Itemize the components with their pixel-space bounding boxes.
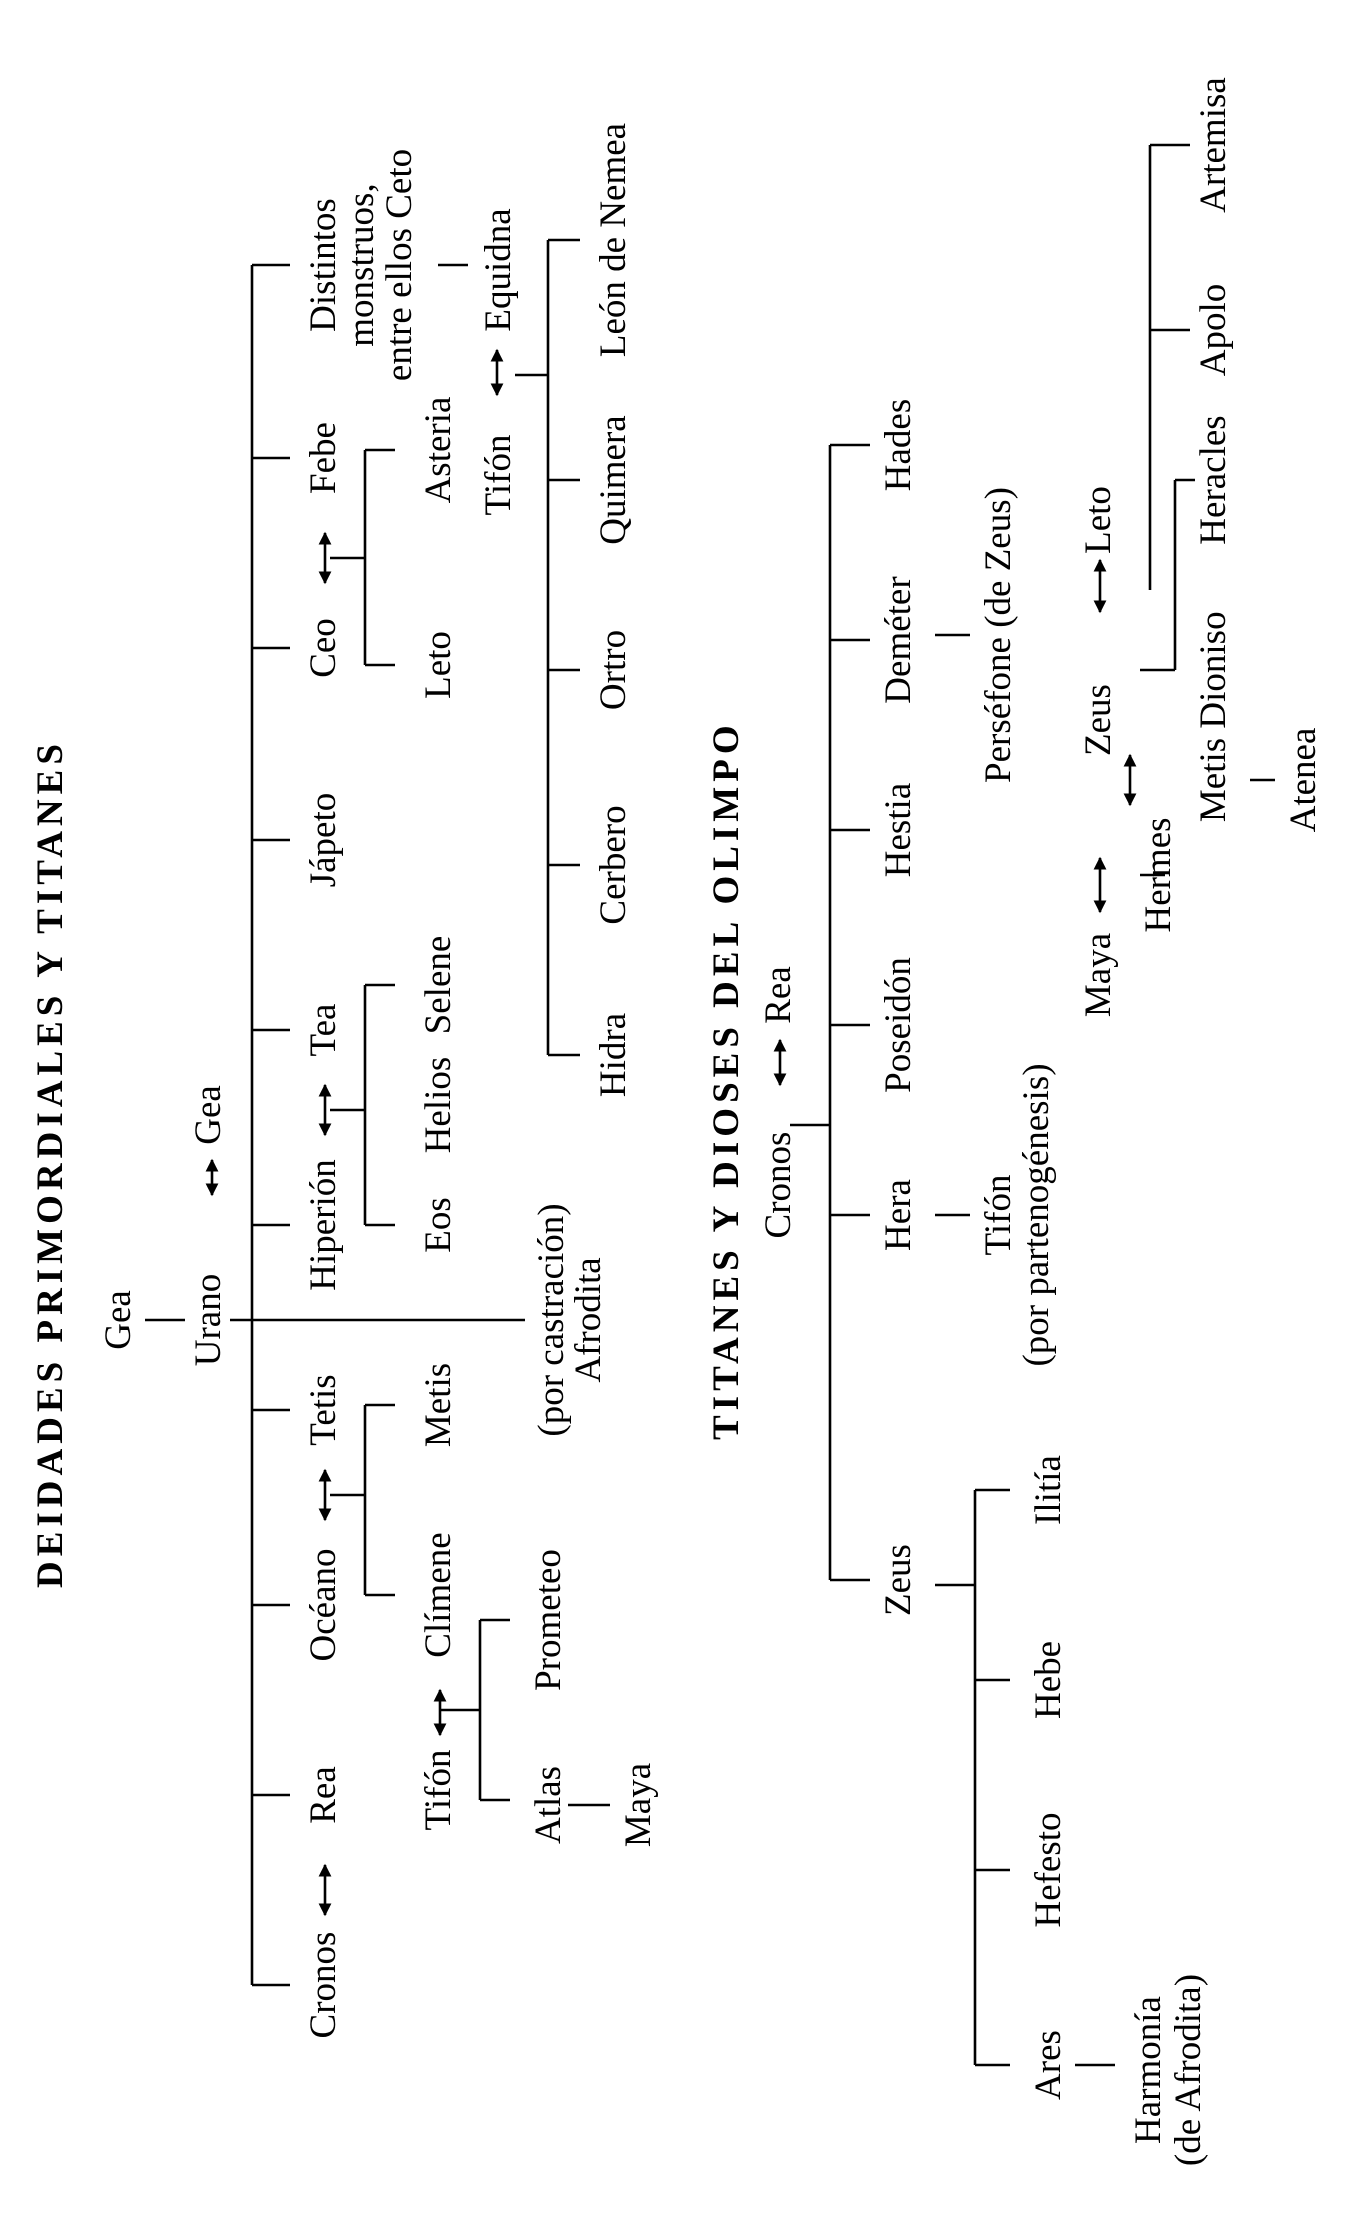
diagram-2-connectors — [790, 143, 1275, 2067]
node-distintos-line3: entre ellos Ceto — [379, 149, 420, 381]
node-leon-de-nemea: León de Nemea — [593, 123, 634, 357]
node-quimera: Quimera — [593, 415, 634, 544]
node2-harmonia-line2: (de Afrodita) — [1168, 1974, 1209, 2166]
node-cerbero: Cerbero — [593, 805, 634, 924]
node-tetis: Tetis — [303, 1374, 344, 1445]
node-hidra: Hidra — [593, 1013, 634, 1097]
node2-hebe: Hebe — [1028, 1641, 1069, 1719]
node2-zeus: Zeus — [878, 1544, 919, 1616]
node2-heracles: Heracles — [1193, 415, 1234, 544]
node-helios: Helios — [418, 1057, 459, 1154]
node-cronos: Cronos — [303, 1932, 344, 2039]
diagram-1-connectors — [145, 238, 610, 1987]
node-hiperion: Hiperión — [303, 1159, 344, 1291]
node-japeto: Jápeto — [303, 793, 344, 888]
node-distintos-line1: Distintos — [303, 198, 344, 332]
node-gea-root: Gea — [98, 1290, 139, 1350]
node-atlas: Atlas — [528, 1766, 569, 1844]
node-rea: Rea — [303, 1766, 344, 1824]
node2-ilitia: Ilitía — [1028, 1455, 1069, 1525]
node-oceano: Océano — [303, 1549, 344, 1662]
node-ceo: Ceo — [303, 618, 344, 678]
node-tea: Tea — [303, 1004, 344, 1057]
node2-ares: Ares — [1028, 2030, 1069, 2100]
diagram-1-labels: Gea Urano Gea Cronos Rea Océano Tetis Hi… — [98, 123, 659, 2039]
node-afrodita: Afrodita — [568, 1257, 609, 1382]
node2-leto: Leto — [1078, 486, 1119, 554]
node2-hermes: Hermes — [1138, 817, 1179, 932]
node-castracion: (por castración) — [531, 1203, 572, 1436]
node2-dioniso: Dioniso — [1193, 611, 1234, 728]
node-eos: Eos — [418, 1197, 459, 1253]
node-leto-a: Leto — [418, 631, 459, 699]
diagram-2-title: TITANES Y DIOSES DEL OLIMPO — [706, 720, 747, 1440]
node-ortro: Ortro — [593, 630, 634, 710]
node-urano: Urano — [188, 1274, 229, 1366]
node2-maya: Maya — [1078, 933, 1119, 1017]
node2-cronos: Cronos — [758, 1132, 799, 1239]
node-selene: Selene — [418, 936, 459, 1035]
node2-poseidon: Poseidón — [878, 957, 919, 1093]
node2-persefone: Perséfone (de Zeus) — [978, 487, 1019, 783]
node-metis-a: Metis — [418, 1363, 459, 1447]
node2-hestia: Hestia — [878, 783, 919, 878]
node-equidna: Equidna — [478, 208, 519, 331]
node2-tifon: Tifón — [978, 1175, 1019, 1256]
node2-artemisa: Artemisa — [1193, 77, 1234, 213]
node-climene: Clímene — [418, 1532, 459, 1657]
node-distintos-line2: monstruos, — [341, 183, 382, 346]
node2-hades: Hades — [878, 399, 919, 491]
node-gea-partner: Gea — [188, 1085, 229, 1145]
diagram-1-couple-arrows — [205, 348, 504, 1917]
node-febe: Febe — [303, 422, 344, 494]
node2-apolo: Apolo — [1193, 284, 1234, 377]
node-tifon-b: Tifón — [478, 435, 519, 516]
node2-zeus-b: Zeus — [1078, 684, 1119, 756]
diagram-1-title: DEIDADES PRIMORDIALES Y TITANES — [30, 739, 71, 1588]
node2-rea: Rea — [758, 966, 799, 1024]
diagram-2-labels: Cronos Rea Zeus Hera Poseidón Hestia Dem… — [758, 77, 1324, 2166]
node-asteria: Asteria — [418, 397, 459, 504]
node-maya-a: Maya — [618, 1763, 659, 1847]
node2-partenogenesis: (por partenogénesis) — [1016, 1063, 1057, 1366]
node2-metis: Metis — [1193, 738, 1234, 822]
node2-demeter: Deméter — [878, 576, 919, 703]
node2-hera: Hera — [878, 1179, 919, 1251]
node2-hefesto: Hefesto — [1028, 1812, 1069, 1927]
node-tifon-a: Tifón — [418, 1750, 459, 1831]
node2-atenea: Atenea — [1283, 728, 1324, 833]
node2-harmonia-line1: Harmonía — [1128, 1996, 1169, 2144]
diagram-2-couple-arrows — [773, 558, 1137, 1087]
node-prometeo: Prometeo — [528, 1549, 569, 1691]
